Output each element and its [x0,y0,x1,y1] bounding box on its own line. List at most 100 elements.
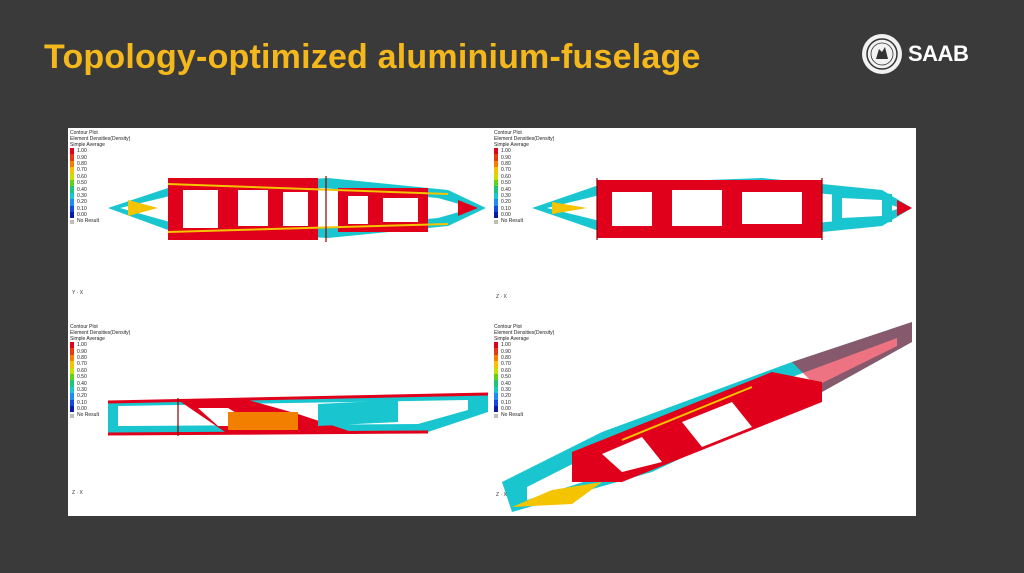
legend-method: Simple Average [494,142,529,148]
legend-level: 0.50 [494,179,554,187]
legend-level: 0.70 [494,167,554,174]
legend-level-value: 0.60 [77,367,87,374]
legend-level-value: 0.80 [501,354,511,361]
legend-subtitle: Element Densities(Density) [70,136,131,142]
axis-triad: Z · X [496,492,507,498]
fuselage-mesh-top [108,176,486,242]
legend-level: 0.10 [494,205,554,212]
legend-level-value: 0.70 [77,167,87,174]
legend-level-value: 0.30 [77,192,87,199]
legend-level: 0.10 [70,205,130,212]
legend-level-value: 0.50 [501,180,511,187]
legend-level-value: 0.90 [501,348,511,355]
legend-swatch [70,167,74,174]
legend-level: 0.90 [70,348,130,355]
density-legend: Contour Plot Element Densities(Density) … [70,130,130,225]
legend-swatch [70,179,74,187]
legend-no-result: No Result [494,412,554,418]
legend-swatch [494,399,498,406]
panel-side-view: Contour Plot Element Densities(Density) … [68,322,492,516]
legend-level-value: 0.30 [501,386,511,393]
legend-swatch [70,348,74,355]
legend-level: 0.70 [494,361,554,368]
legend-swatch [70,205,74,212]
legend-swatch [70,173,74,180]
legend-level-value: 0.00 [77,212,87,219]
legend-level-value: 0.60 [77,173,87,180]
legend-level: 0.20 [70,199,130,206]
legend-level-value: 0.40 [77,380,87,387]
legend-swatch [494,361,498,368]
legend-level-value: 0.60 [501,367,511,374]
legend-swatch [70,342,74,349]
legend-level: 0.60 [494,173,554,180]
legend-swatch [494,154,498,161]
legend-swatch [70,405,74,413]
legend-level: 1.00 [70,148,130,155]
legend-swatch [494,380,498,387]
legend-level: 0.30 [494,386,554,394]
legend-level-value: 0.20 [501,393,511,400]
legend-level-value: 0.50 [77,180,87,187]
legend-swatch [494,192,498,200]
legend-level: 0.10 [70,399,130,406]
legend-level: 0.80 [70,354,130,362]
legend-level: 1.00 [494,148,554,155]
legend-swatch [70,354,74,362]
legend-level-value: 0.00 [501,406,511,413]
legend-subtitle: Element Densities(Density) [494,136,555,142]
legend-level-value: 1.00 [77,342,87,349]
legend-level-value: 0.00 [501,212,511,219]
legend-swatch [70,160,74,168]
panel-top-view: Contour Plot Element Densities(Density) … [68,128,492,322]
legend-swatch [494,205,498,212]
legend-level: 1.00 [70,342,130,349]
legend-level: 0.20 [70,393,130,400]
legend-swatch [494,211,498,219]
legend-level: 1.00 [494,342,554,349]
legend-method: Simple Average [494,336,529,342]
legend-level: 0.70 [70,167,130,174]
legend-level-value: 0.20 [77,199,87,206]
legend-level: 0.50 [70,179,130,187]
legend-swatch [70,154,74,161]
legend-level: 0.70 [70,361,130,368]
legend-level-value: 0.10 [77,205,87,212]
legend-level-value: 0.00 [77,406,87,413]
legend-swatch [494,160,498,168]
legend-swatch [70,367,74,374]
legend-level: 0.00 [70,405,130,413]
legend-swatch [494,167,498,174]
griffin-emblem-icon [862,34,902,74]
legend-level-value: 0.90 [77,154,87,161]
legend-level: 0.50 [70,373,130,381]
legend-swatch [70,192,74,200]
legend-level: 0.80 [494,354,554,362]
legend-level-value: 0.20 [77,393,87,400]
legend-level-value: 0.10 [501,205,511,212]
legend-level-value: 0.40 [501,380,511,387]
legend-level-value: 0.60 [501,173,511,180]
legend-swatch [70,361,74,368]
legend-subtitle: Element Densities(Density) [70,330,131,336]
legend-swatch [494,342,498,349]
panel-isometric-view: Contour Plot Element Densities(Density) … [492,322,916,516]
legend-swatch [494,199,498,206]
slide-title: Topology-optimized aluminium-fuselage [44,38,701,76]
legend-swatch [70,380,74,387]
axis-triad: Z · X [72,490,83,496]
legend-level-value: 0.80 [77,354,87,361]
density-legend: Contour Plot Element Densities(Density) … [494,324,554,419]
legend-level: 0.60 [70,173,130,180]
legend-swatch [494,179,498,187]
axis-triad: Z · X [496,294,507,300]
axis-triad: Y · X [72,290,84,296]
legend-level: 0.20 [494,199,554,206]
legend-level: 0.50 [494,373,554,381]
legend-swatch [494,173,498,180]
legend-level-value: 1.00 [77,148,87,155]
legend-level-value: 0.30 [77,386,87,393]
legend-level-value: 0.40 [77,186,87,193]
